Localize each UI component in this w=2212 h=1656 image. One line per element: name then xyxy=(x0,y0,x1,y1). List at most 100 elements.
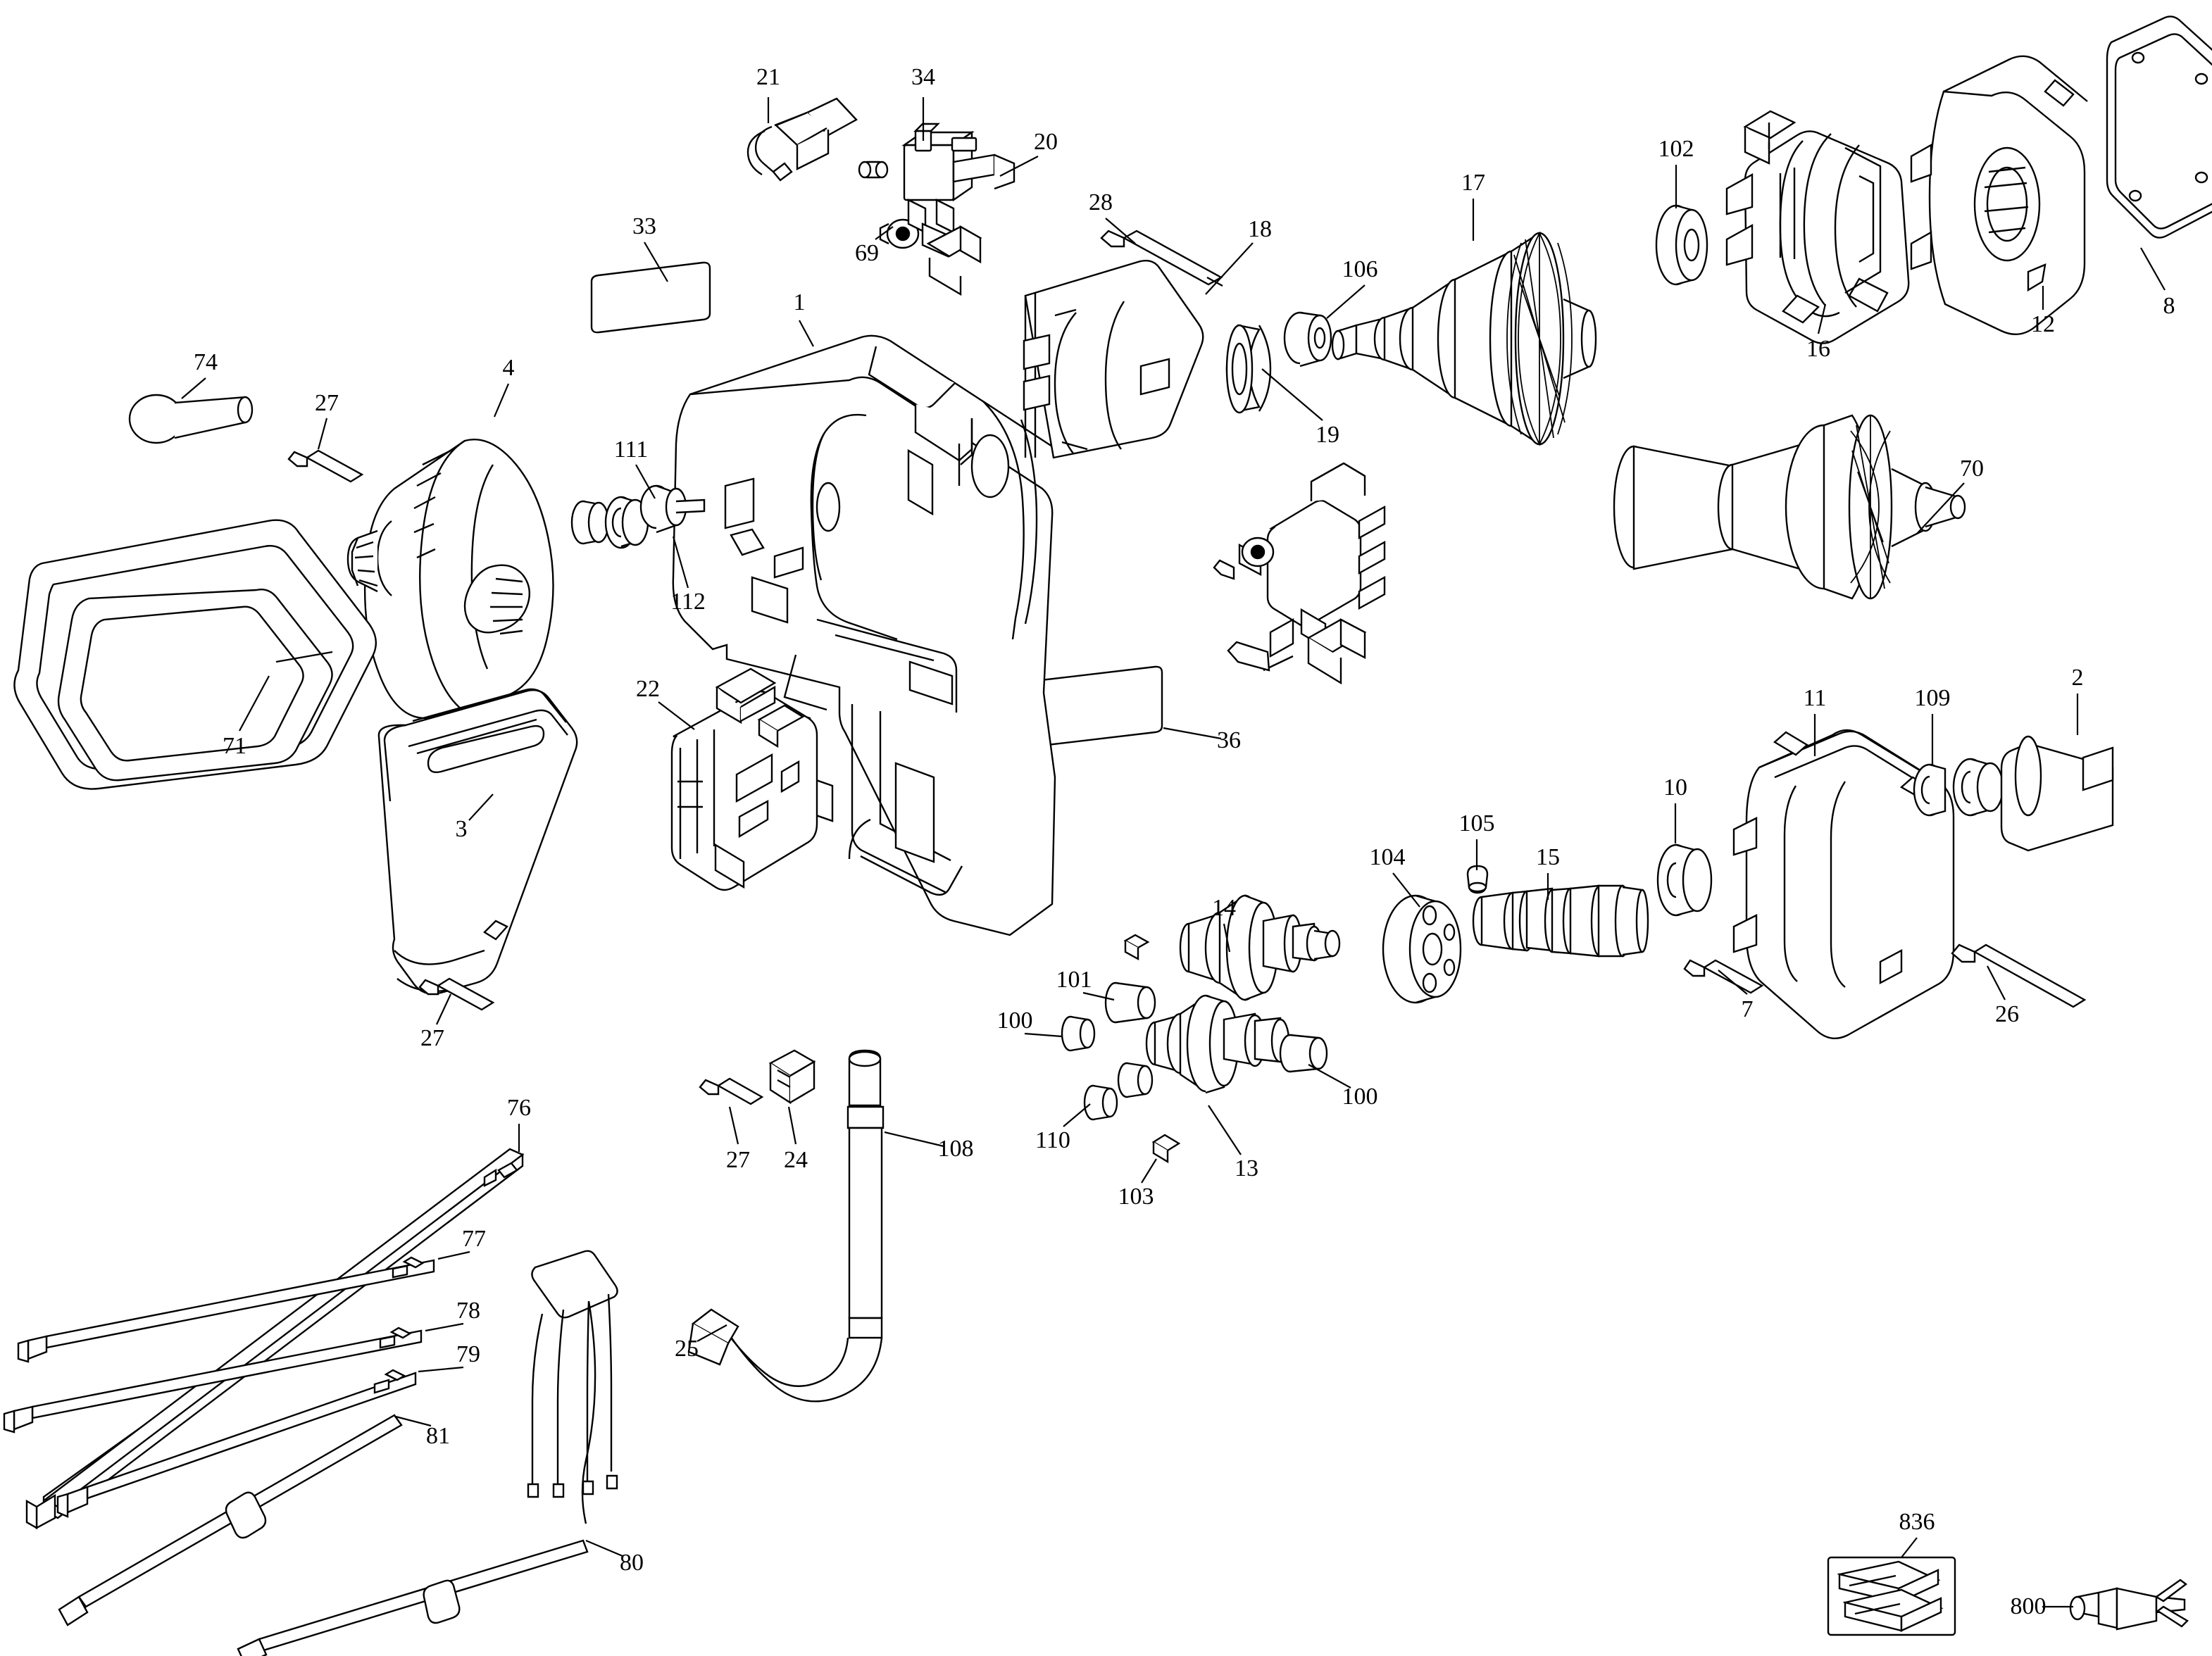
callout-15: 15 xyxy=(1536,844,1560,870)
callout-112: 112 xyxy=(670,589,706,615)
part-17-armature xyxy=(1331,231,1597,446)
callout-109: 109 xyxy=(1914,685,1951,711)
part-14-gear-assembly xyxy=(1179,894,1341,1001)
callout-100-b: 100 xyxy=(1342,1084,1378,1110)
part-27-screw-c xyxy=(699,1077,764,1105)
callout-27-a: 27 xyxy=(315,390,339,416)
callout-20: 20 xyxy=(1034,129,1058,155)
callout-70: 70 xyxy=(1960,456,1984,482)
part-111-112-bearing-retainer xyxy=(570,484,706,549)
callout-33: 33 xyxy=(632,213,656,239)
callout-1: 1 xyxy=(793,289,806,315)
callout-27-c: 27 xyxy=(726,1147,750,1173)
callout-24: 24 xyxy=(784,1147,808,1173)
part-33-label-plate xyxy=(590,261,711,334)
part-74-knob xyxy=(128,394,254,444)
callout-100-a: 100 xyxy=(996,1008,1033,1034)
callout-22: 22 xyxy=(636,676,660,702)
part-77-wire xyxy=(17,1256,435,1363)
part-105-pin xyxy=(1466,865,1489,894)
callout-78: 78 xyxy=(456,1298,480,1324)
callout-3: 3 xyxy=(455,816,468,842)
callout-25: 25 xyxy=(675,1336,699,1362)
callout-21: 21 xyxy=(756,64,780,90)
part-4-nose-cover xyxy=(346,439,554,720)
callout-79: 79 xyxy=(456,1341,480,1367)
part-28-screw xyxy=(1100,230,1223,287)
callout-19: 19 xyxy=(1316,422,1339,448)
callout-2: 2 xyxy=(2071,665,2084,691)
part-101-key xyxy=(1123,934,1150,961)
callout-26: 26 xyxy=(1995,1001,2019,1027)
part-70-fan xyxy=(1613,414,1966,600)
callout-36: 36 xyxy=(1217,727,1241,753)
callout-80: 80 xyxy=(620,1550,644,1576)
part-brush-holder-assembly xyxy=(1213,462,1386,685)
callout-800: 800 xyxy=(2010,1593,2047,1619)
part-71-side-handle-frame xyxy=(13,519,377,790)
callout-105: 105 xyxy=(1458,810,1495,836)
callout-102: 102 xyxy=(1658,136,1694,162)
callout-16: 16 xyxy=(1806,336,1830,362)
part-8-gasket xyxy=(2106,15,2212,239)
part-76-wire xyxy=(25,1148,525,1530)
part-10-washer xyxy=(1656,843,1713,917)
part-21-clip xyxy=(746,97,858,182)
part-13-hammer xyxy=(1145,994,1290,1094)
callout-11: 11 xyxy=(1803,685,1827,711)
callout-106: 106 xyxy=(1342,256,1378,282)
callout-81: 81 xyxy=(426,1423,450,1449)
callout-103: 103 xyxy=(1118,1184,1154,1210)
callout-17: 17 xyxy=(1461,170,1485,196)
part-106-washer xyxy=(1283,311,1332,368)
part-brush-block-leads xyxy=(527,1250,618,1524)
part-102-bearing xyxy=(1655,204,1708,286)
callout-8: 8 xyxy=(2163,293,2175,319)
callout-69: 69 xyxy=(855,240,879,266)
part-103-pin xyxy=(1151,1134,1181,1164)
part-108-25-cord-assembly xyxy=(687,1049,885,1403)
part-34-20-switch-block xyxy=(858,123,1016,296)
callout-76: 76 xyxy=(507,1095,531,1121)
part-800-accessory xyxy=(2069,1579,2189,1631)
part-109-2-bushing-sleeve xyxy=(1913,735,2114,852)
part-16-field-housing xyxy=(1725,110,1910,344)
leader-lines xyxy=(181,97,2166,1608)
callout-14: 14 xyxy=(1212,895,1236,921)
callout-13: 13 xyxy=(1235,1155,1258,1181)
part-27-screw-a xyxy=(287,449,364,483)
part-836-service-kit xyxy=(1827,1556,1956,1636)
callout-12: 12 xyxy=(2031,311,2055,337)
part-18-rear-cap xyxy=(1023,260,1204,459)
part-3-handle-cover xyxy=(377,688,578,995)
part-26-screw xyxy=(1951,943,2087,1008)
part-69-washer xyxy=(879,218,920,249)
callout-111: 111 xyxy=(613,437,649,463)
callout-7: 7 xyxy=(1741,996,1754,1022)
callout-34: 34 xyxy=(911,64,935,90)
part-81-wire xyxy=(58,1414,403,1626)
part-22-switch-module xyxy=(670,667,818,891)
callout-108: 108 xyxy=(937,1136,974,1162)
part-104-flange xyxy=(1382,894,1462,1004)
callout-77: 77 xyxy=(462,1226,486,1252)
callout-101: 101 xyxy=(1056,967,1092,993)
callout-110: 110 xyxy=(1035,1127,1070,1153)
part-12-end-plate xyxy=(1910,55,2088,335)
part-27-screw-b xyxy=(418,977,495,1011)
callout-74: 74 xyxy=(194,349,218,375)
callout-27-b: 27 xyxy=(420,1025,444,1051)
callout-71: 71 xyxy=(223,733,246,759)
part-19-bearing xyxy=(1225,324,1272,414)
part-78-wire xyxy=(3,1326,423,1434)
part-100-101-110-bushings xyxy=(1061,981,1328,1121)
callout-4: 4 xyxy=(502,355,515,381)
part-80-wire xyxy=(237,1539,589,1656)
callout-10: 10 xyxy=(1663,774,1687,801)
callout-836: 836 xyxy=(1899,1509,1935,1535)
callout-28: 28 xyxy=(1089,189,1113,215)
part-79-wire xyxy=(56,1369,417,1518)
part-15-spindle xyxy=(1472,884,1649,958)
